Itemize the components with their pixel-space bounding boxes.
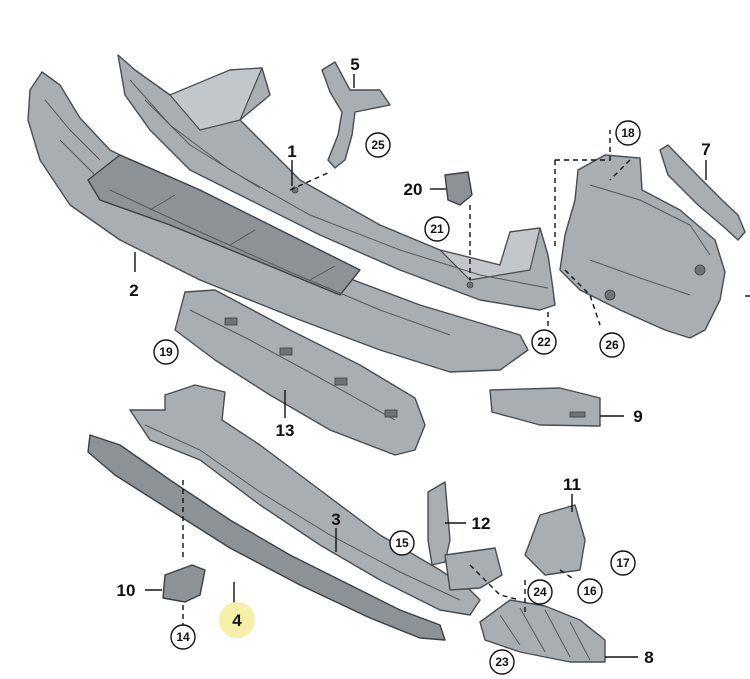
circled-callout-15: 15	[389, 530, 415, 556]
callout-2: 2	[129, 281, 138, 300]
part-10-sensor-holder[interactable]	[162, 564, 206, 603]
svg-text:21: 21	[430, 222, 444, 236]
svg-text:24: 24	[533, 585, 547, 599]
callout-3: 3	[331, 510, 340, 529]
part-2-energy-absorber[interactable]	[27, 71, 529, 373]
part-20-clip[interactable]	[444, 171, 473, 206]
part-1-bumper-carrier[interactable]	[117, 54, 556, 311]
circled-callout-23: 23	[489, 649, 515, 675]
part-13-lower-absorber[interactable]	[174, 289, 426, 456]
circled-callout-18: 18	[615, 120, 641, 146]
circled-callout-19: 19	[153, 339, 179, 365]
svg-text:26: 26	[605, 338, 619, 352]
callout-11: 11	[563, 475, 581, 494]
circled-callout-22: 22	[531, 329, 557, 355]
circled-callout-21: 21	[424, 216, 450, 242]
part-5-bracket[interactable]	[321, 61, 391, 169]
svg-text:17: 17	[616, 556, 630, 570]
svg-text:25: 25	[371, 138, 385, 152]
part-4-highlight	[219, 602, 255, 638]
svg-text:15: 15	[395, 536, 409, 550]
svg-text:19: 19	[159, 345, 173, 359]
callout-20: 20	[404, 180, 423, 199]
callout-7: 7	[701, 140, 710, 159]
callout-13: 13	[276, 421, 295, 440]
part-11-guide[interactable]	[524, 504, 586, 576]
callout-12: 12	[472, 514, 491, 533]
part-12-mount[interactable]	[427, 481, 503, 591]
svg-text:18: 18	[621, 126, 635, 140]
svg-text:16: 16	[583, 584, 597, 598]
circled-callout-17: 17	[610, 550, 636, 576]
part-7-side-bracket[interactable]	[559, 144, 746, 339]
circled-callout-26: 26	[599, 332, 625, 358]
circled-callout-16: 16	[577, 578, 603, 604]
callout-9: 9	[633, 407, 642, 426]
circled-callout-14: 14	[170, 624, 196, 650]
svg-text:14: 14	[176, 630, 190, 644]
svg-text:23: 23	[495, 655, 509, 669]
callout-5: 5	[350, 55, 359, 74]
callout-10: 10	[117, 581, 136, 600]
part-8-grille[interactable]	[479, 599, 606, 663]
callout-8: 8	[644, 648, 653, 667]
part-4-trim-strip[interactable]	[87, 434, 446, 641]
callout-4: 4	[232, 611, 242, 630]
circled-callout-25: 25	[365, 132, 391, 158]
circled-callout-24: 24	[527, 579, 553, 605]
part-9-sensor-bracket[interactable]	[489, 387, 601, 427]
svg-text:22: 22	[537, 335, 551, 349]
callout-1: 1	[287, 142, 296, 161]
